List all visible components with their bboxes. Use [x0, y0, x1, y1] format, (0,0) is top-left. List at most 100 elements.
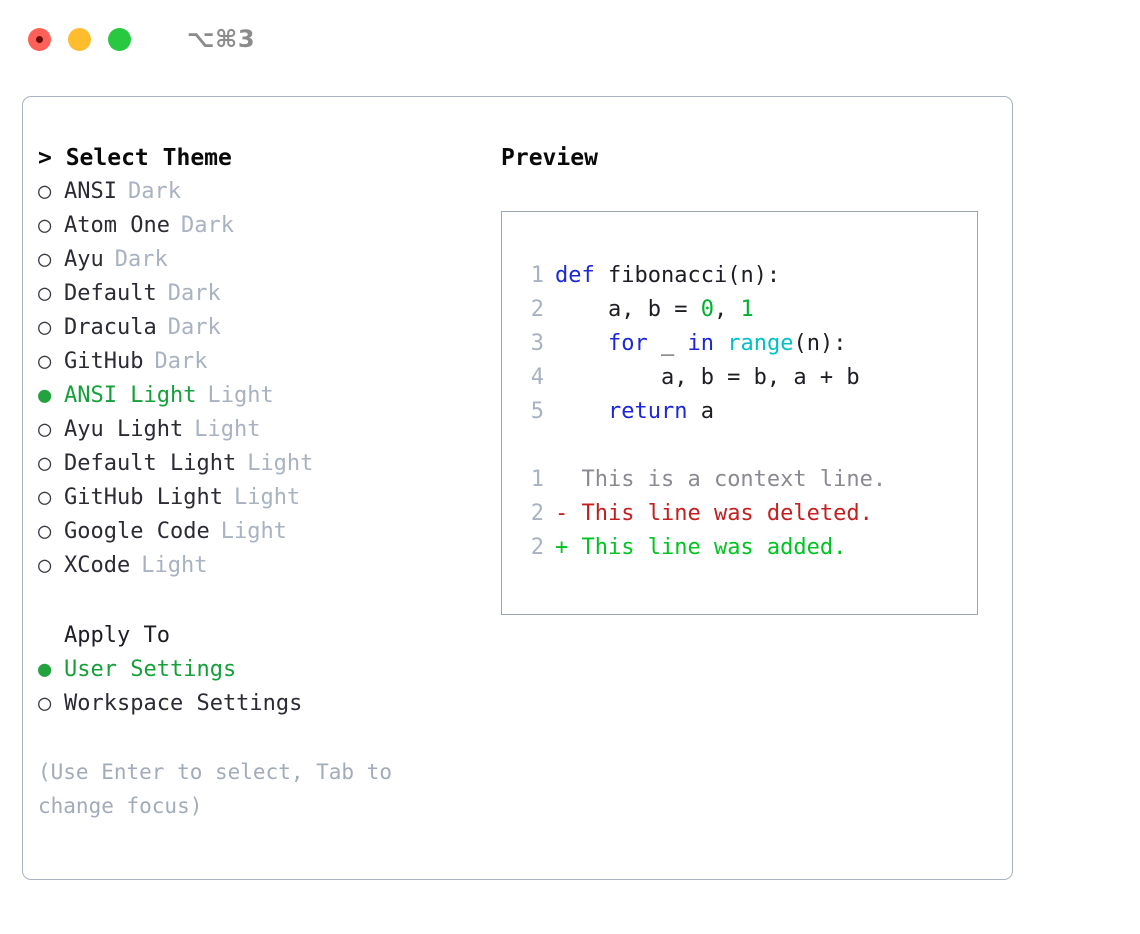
theme-name: ANSI	[64, 179, 117, 204]
radio-unselected-icon[interactable]: ○	[38, 417, 52, 442]
code-token: a, b = b, a + b	[555, 365, 860, 390]
radio-selected-icon[interactable]: ●	[38, 383, 52, 408]
diff-marker: +	[555, 535, 569, 560]
code-line-content: def fibonacci(n):	[555, 259, 780, 293]
theme-option[interactable]: ● ANSI Light Light	[38, 379, 498, 413]
theme-name: Google Code	[64, 519, 210, 544]
theme-variant-tag: Dark	[114, 247, 168, 272]
theme-option[interactable]: ○ Default Dark	[38, 277, 498, 311]
code-token: return	[607, 399, 688, 424]
line-number: 1	[530, 263, 544, 288]
code-token: 0	[700, 297, 714, 322]
theme-option[interactable]: ○ Google Code Light	[38, 515, 498, 549]
diff-line-text: This is a context line.	[568, 467, 887, 492]
diff-marker: -	[555, 501, 569, 526]
theme-name: Default Light	[64, 451, 237, 476]
preview-header: Preview	[501, 145, 598, 171]
theme-variant-tag: Dark	[167, 315, 221, 340]
title-bar: ⌥⌘3	[0, 0, 1140, 78]
code-line-content: for _ in range(n):	[555, 327, 846, 361]
line-number: 3	[530, 331, 544, 356]
radio-unselected-icon[interactable]: ○	[38, 519, 52, 544]
code-token: in	[687, 331, 714, 356]
diff-marker	[555, 463, 568, 497]
close-window-icon[interactable]	[28, 27, 51, 51]
code-line: 4 a, b = b, a + b	[514, 361, 971, 395]
theme-variant-tag: Dark	[180, 213, 234, 238]
diff-line: 2- This line was deleted.	[514, 497, 971, 531]
theme-name: Ayu Light	[64, 417, 184, 442]
theme-name: Default	[64, 281, 157, 306]
minimize-window-icon[interactable]	[68, 27, 91, 51]
radio-unselected-icon[interactable]: ○	[38, 451, 52, 476]
maximize-window-icon[interactable]	[108, 27, 131, 51]
code-line: 3 for _ in range(n):	[514, 327, 971, 361]
radio-unselected-icon[interactable]: ○	[38, 213, 52, 238]
line-number: 4	[530, 365, 544, 390]
code-token	[714, 331, 727, 356]
radio-unselected-icon[interactable]: ○	[38, 691, 52, 716]
radio-unselected-icon[interactable]: ○	[38, 281, 52, 306]
code-token: fibonacci(n):	[594, 263, 781, 288]
radio-selected-icon[interactable]: ●	[38, 657, 52, 682]
apply-to-label: Apply To	[64, 623, 170, 648]
theme-variant-tag: Light	[233, 485, 301, 510]
code-token: (n):	[793, 331, 847, 356]
diff-line: 1 This is a context line.	[514, 463, 971, 497]
theme-option[interactable]: ○ Ayu Light Light	[38, 413, 498, 447]
diff-line-text: This line was deleted.	[568, 501, 873, 526]
radio-unselected-icon[interactable]: ○	[38, 553, 52, 578]
diff-line-number: 1	[530, 467, 544, 492]
theme-variant-tag: Dark	[154, 349, 208, 374]
code-line-content: a, b = 0, 1	[555, 293, 754, 327]
theme-variant-tag: Light	[207, 383, 274, 408]
theme-variant-tag: Light	[220, 519, 287, 544]
keyboard-hint: (Use Enter to select, Tab to change focu…	[38, 760, 393, 818]
code-token: def	[555, 263, 595, 288]
radio-unselected-icon[interactable]: ○	[38, 315, 52, 340]
radio-unselected-icon[interactable]: ○	[38, 247, 52, 272]
code-token: ,	[713, 297, 741, 322]
code-line: 5 return a	[514, 395, 971, 429]
line-number: 2	[530, 297, 544, 322]
code-token: for	[607, 331, 648, 356]
theme-option[interactable]: ○ GitHub Light Light	[38, 481, 498, 515]
theme-option[interactable]: ○ ANSI Dark	[38, 175, 498, 209]
theme-variant-tag: Dark	[167, 281, 221, 306]
apply-to-option[interactable]: ○ Workspace Settings	[38, 687, 498, 721]
diff-line-number: 2	[530, 535, 544, 560]
diff-line-number: 2	[530, 501, 544, 526]
apply-to-block: Apply To ● User Settings ○ Workspace Settin…	[38, 619, 498, 721]
theme-variant-tag: Dark	[127, 179, 181, 204]
apply-to-option-label: Workspace Settings	[64, 691, 303, 716]
theme-name: XCode	[64, 553, 131, 578]
theme-name: ANSI Light	[64, 383, 197, 408]
radio-unselected-icon[interactable]: ○	[38, 179, 52, 204]
theme-variant-tag: Light	[194, 417, 261, 442]
code-token	[555, 331, 608, 356]
code-token: _	[647, 331, 688, 356]
apply-to-options: ● User Settings ○ Workspace Settings	[38, 653, 498, 721]
code-line-content: return a	[555, 395, 714, 429]
preview-separator	[514, 429, 971, 463]
theme-name: GitHub Light	[64, 485, 223, 510]
radio-unselected-icon[interactable]: ○	[38, 349, 52, 374]
line-number: 5	[530, 399, 544, 424]
radio-unselected-icon[interactable]: ○	[38, 485, 52, 510]
apply-to-option[interactable]: ● User Settings	[38, 653, 498, 687]
apply-to-option-label: User Settings	[64, 657, 237, 682]
code-line: 1 def fibonacci(n):	[514, 259, 971, 293]
window-title: ⌥⌘3	[187, 25, 256, 53]
